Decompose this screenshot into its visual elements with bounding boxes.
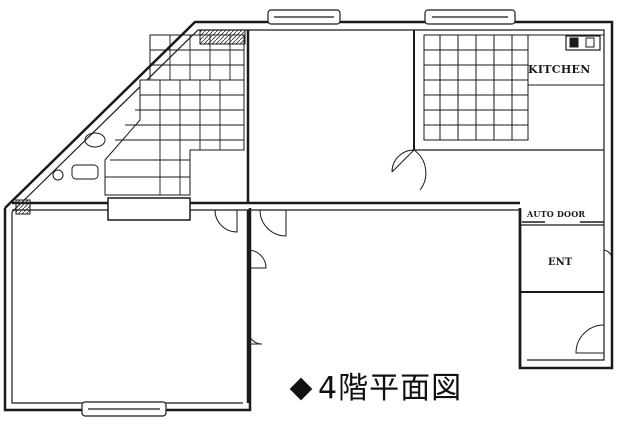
sink-fixture xyxy=(71,164,99,180)
stove-burner-icon xyxy=(569,37,579,48)
kitchen-label: KITCHEN xyxy=(528,63,591,76)
kitchen-grid xyxy=(423,34,605,141)
kitchen-counter-box xyxy=(527,34,605,86)
door-swing-kitchen-2 xyxy=(413,149,427,191)
door-swing-small xyxy=(603,249,613,263)
doors xyxy=(214,149,613,354)
outer-wall-inner-line xyxy=(11,29,605,404)
diamond-icon xyxy=(290,378,312,400)
floor-title: 4階平面図 xyxy=(290,372,462,406)
service-core xyxy=(15,29,246,221)
stair-block xyxy=(104,79,245,196)
core-dark-block xyxy=(199,29,246,45)
floor-title-text: 4階平面図 xyxy=(318,371,463,406)
window-bottom xyxy=(81,401,167,417)
door-swing-room-left-2 xyxy=(247,329,263,345)
corner-block xyxy=(15,199,31,215)
door-swing-entrance xyxy=(575,324,605,354)
window-top-left xyxy=(267,9,341,25)
entrance-label: ENT xyxy=(548,257,573,268)
counter-block xyxy=(107,197,191,221)
upper-stair-grid xyxy=(149,34,245,81)
stove-burner-icon-2 xyxy=(585,37,595,48)
interior-walls xyxy=(12,30,604,403)
door-swing-kitchen xyxy=(391,149,415,173)
windows xyxy=(81,9,516,417)
toilet-fixture xyxy=(84,132,106,148)
window-top-right xyxy=(424,9,516,25)
stair-treads xyxy=(105,80,244,195)
door-swing-corridor-right xyxy=(259,209,287,237)
door-swing-corridor-left xyxy=(214,209,238,233)
fixture-round xyxy=(52,169,64,181)
door-swing-room-left xyxy=(247,249,267,269)
auto-door-label: AUTO DOOR xyxy=(527,209,586,219)
